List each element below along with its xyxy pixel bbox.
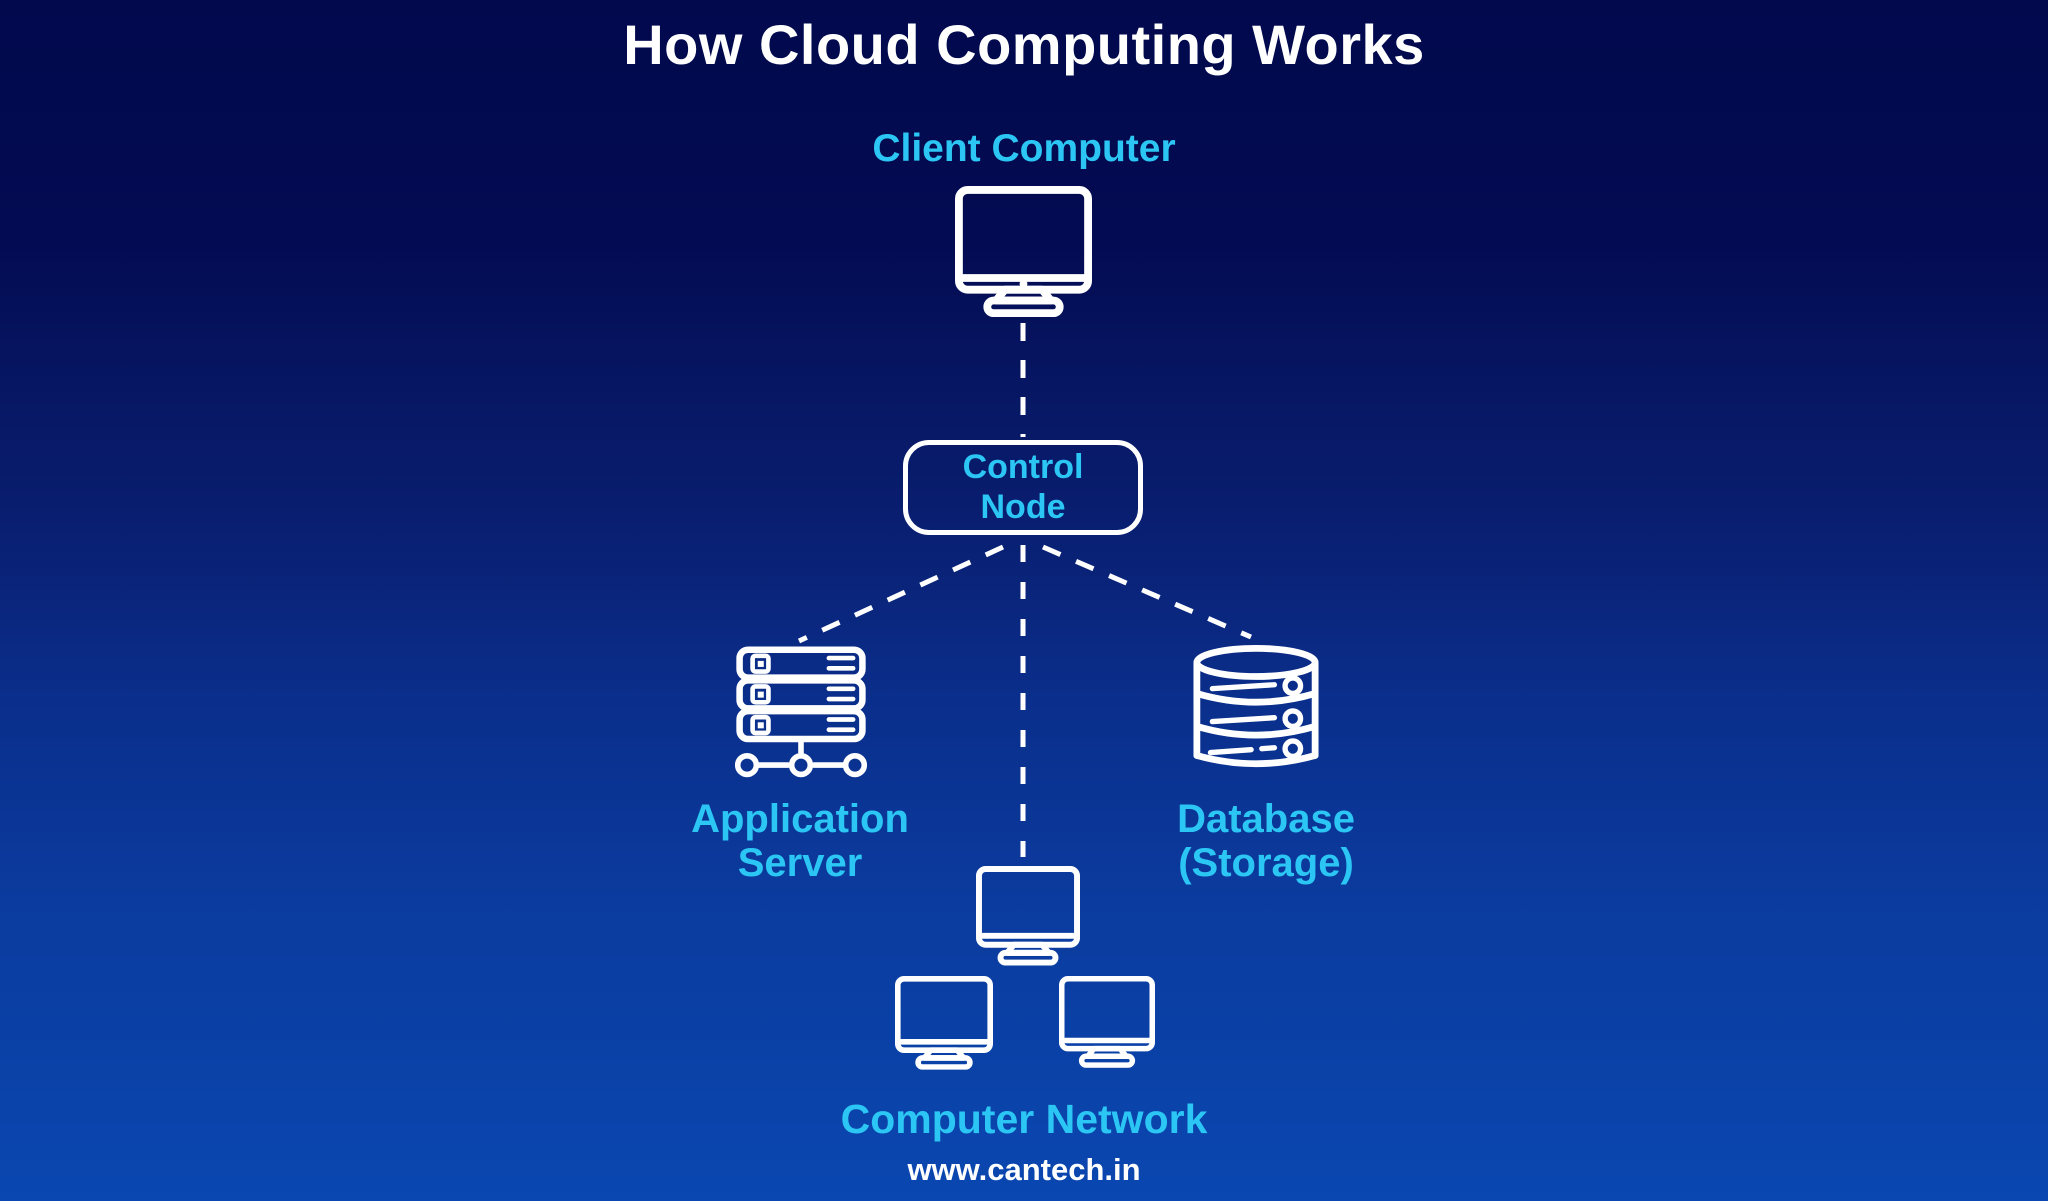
database-storage-label-line2: (Storage) — [1178, 841, 1354, 885]
network-monitor-right-icon — [1059, 976, 1155, 1068]
control-to-database-dashed-line — [1042, 544, 1252, 640]
control-node-label-line2: Node — [980, 487, 1066, 526]
network-monitor-top-icon — [976, 866, 1080, 966]
computer-network-label: Computer Network — [840, 1096, 1208, 1142]
network-monitor-left-icon — [895, 976, 993, 1070]
application-server-label-line1: Application — [691, 797, 909, 841]
database-storage-label: Database (Storage) — [1026, 797, 1506, 885]
control-node-label-line1: Control — [962, 448, 1084, 487]
client-computer-label: Client Computer — [872, 127, 1176, 170]
control-node-box: Control Node — [903, 440, 1143, 535]
application-server-label: Application Server — [560, 797, 1040, 885]
application-server-icon — [734, 646, 868, 778]
page-title: How Cloud Computing Works — [623, 13, 1425, 76]
database-storage-label-line1: Database — [1177, 797, 1355, 841]
database-storage-icon — [1193, 645, 1319, 777]
application-server-label-line2: Server — [737, 841, 863, 885]
client-computer-monitor-icon — [955, 186, 1092, 317]
control-to-appserver-dashed-line — [797, 544, 1005, 644]
website-url: www.cantech.in — [907, 1152, 1141, 1187]
